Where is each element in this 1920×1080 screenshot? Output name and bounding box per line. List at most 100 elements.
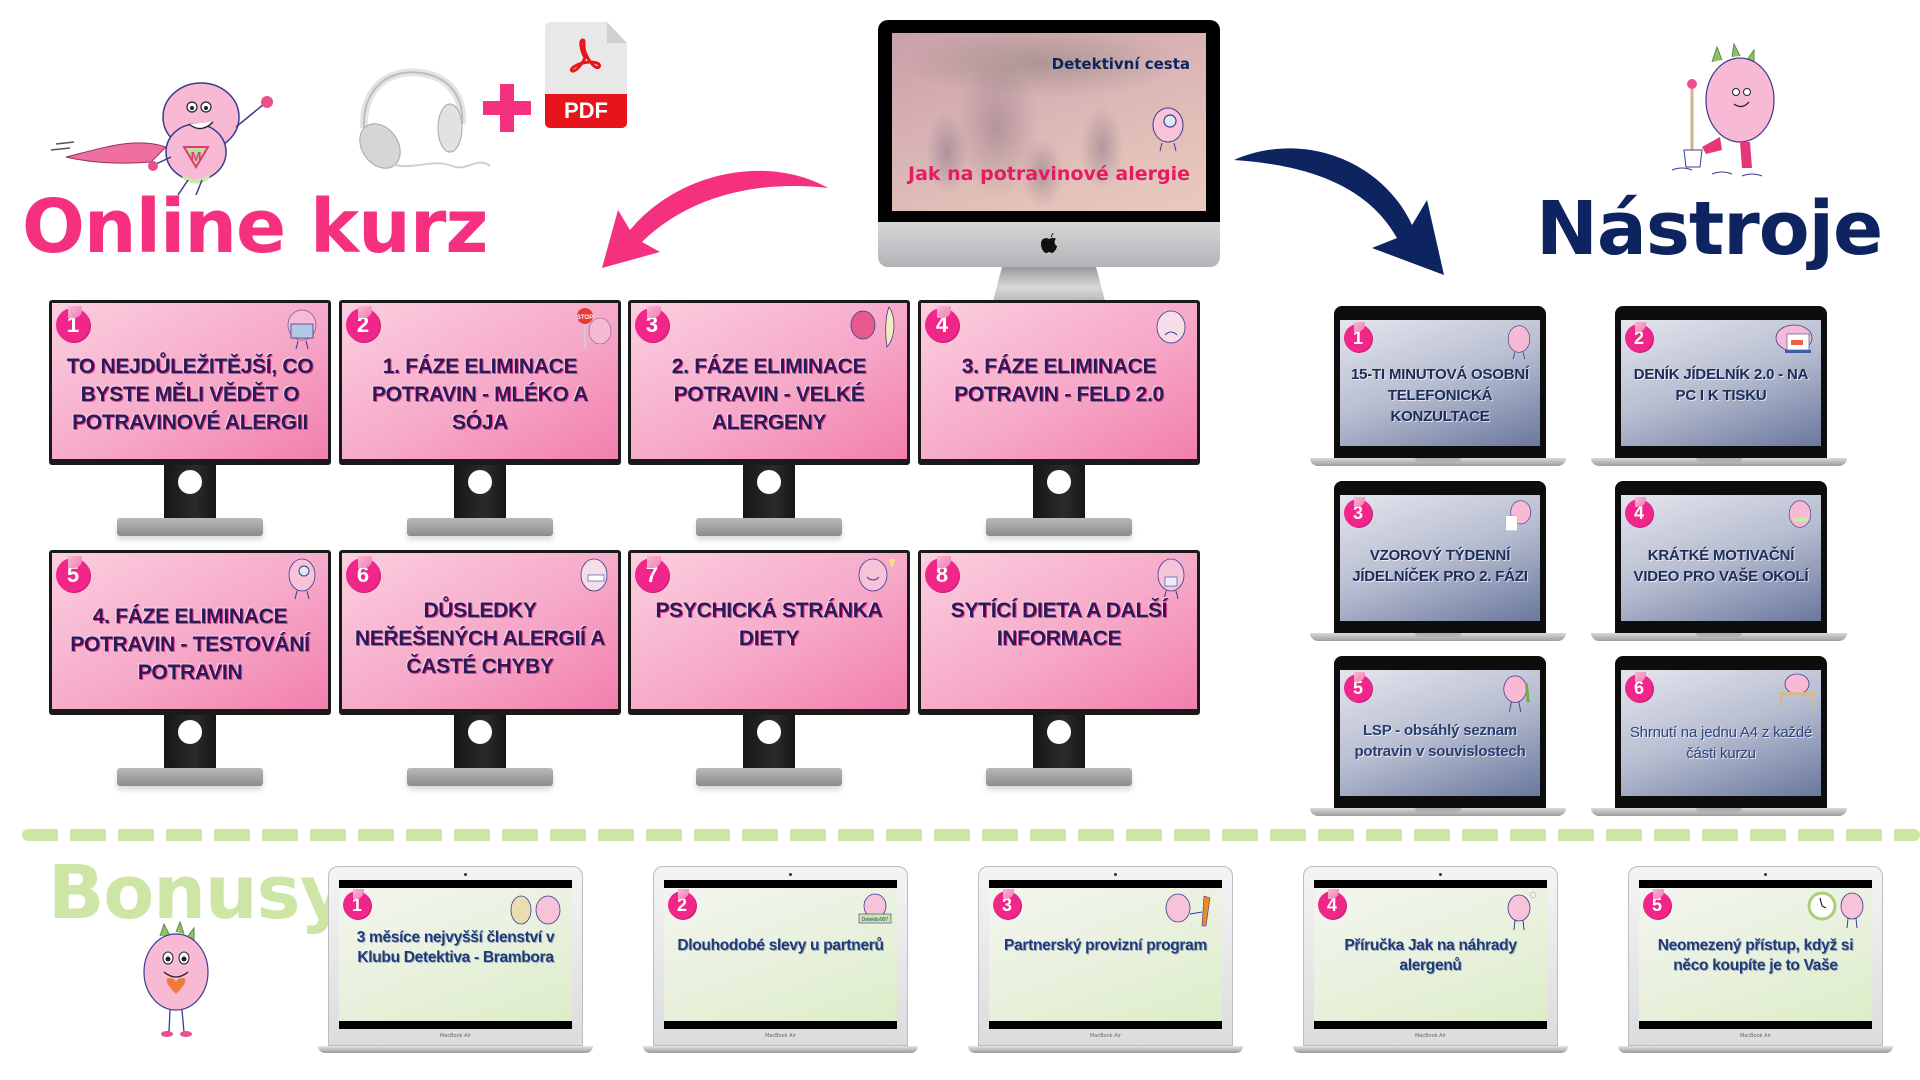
bandaged-mascot-icon <box>576 557 612 601</box>
bonus-card[interactable]: 5 Neomezený přístup, když si něco koupít… <box>1618 866 1893 1056</box>
plus-icon <box>483 84 531 132</box>
tool-card[interactable]: 1 15-TI MINUTOVÁ OSOBNÍ TELEFONICKÁ KONZ… <box>1310 306 1566 471</box>
detective-mascot-icon <box>1152 107 1184 152</box>
tool-card[interactable]: 3 VZOROVÝ TÝDENNÍ JÍDELNÍČEK PRO 2. FÁZI <box>1310 481 1566 646</box>
vegetable-mascot-icon <box>1500 674 1534 714</box>
digging-mascot-icon <box>1662 42 1782 182</box>
tool-title: Shrnutí na jednu A4 z každé části kurzu <box>1629 724 1813 762</box>
bonus-number-badge: 2 <box>668 889 696 919</box>
hero-video-thumbnail[interactable]: Detektivní cesta Jak na potravinové aler… <box>892 33 1206 211</box>
pdf-file-icon: PDF <box>545 22 627 128</box>
tool-card[interactable]: 2 DENÍK JÍDELNÍK 2.0 - NA PC I K TISKU <box>1591 306 1847 471</box>
tool-title: DENÍK JÍDELNÍK 2.0 - NA PC I K TISKU <box>1633 366 1809 404</box>
module-title: PSYCHICKÁ STRÁNKA DIETY <box>655 599 883 650</box>
superhero-mascot-icon: M <box>46 52 286 196</box>
lightbulb-mascot-icon <box>1503 890 1539 932</box>
tool-card[interactable]: 4 KRÁTKÉ MOTIVAČNÍ VIDEO PRO VAŠE OKOLÍ <box>1591 481 1847 646</box>
eating-mascot-icon <box>1153 557 1189 601</box>
headphones-icon <box>352 66 492 176</box>
tool-number-badge: 4 <box>1625 497 1653 527</box>
pdf-label: PDF <box>545 94 627 128</box>
video-mascot-icon <box>1785 499 1815 537</box>
course-module-card[interactable]: 3 2. FÁZE ELIMINACE POTRAVIN - VELKÉ ALE… <box>628 300 910 536</box>
course-module-card[interactable]: 2 STOP 1. FÁZE ELIMINACE POTRAVIN - MLÉK… <box>339 300 621 536</box>
bonus-section-title: Bonusy <box>48 850 348 936</box>
bonus-number-badge: 3 <box>993 889 1021 919</box>
phone-mascot-icon <box>1504 324 1534 362</box>
module-number-badge: 1 <box>56 306 90 342</box>
device-label: MacBook Air <box>1739 1033 1772 1039</box>
module-number-badge: 6 <box>346 556 380 592</box>
course-module-card[interactable]: 1 TO NEJDŮLEŽITĚJŠÍ, CO BYSTE MĚLI VĚDĚT… <box>49 300 331 536</box>
section-divider <box>22 829 1920 841</box>
bonus-title: 3 měsíce nejvyšší členství v Klubu Detek… <box>356 929 555 966</box>
device-label: MacBook Air <box>764 1033 797 1039</box>
sad-mascot-icon <box>1153 307 1189 351</box>
computer-mascot-icon <box>1771 322 1817 360</box>
tool-title: LSP - obsáhlý seznam potravin v souvislo… <box>1354 722 1526 760</box>
bonus-title: Partnerský provizní program <box>1004 937 1207 954</box>
hero-title: Jak na potravinové alergie <box>908 163 1190 185</box>
bonus-title: Dlouhodobé slevy u partnerů <box>677 937 884 954</box>
course-module-card[interactable]: 4 3. FÁZE ELIMINACE POTRAVIN - FELD 2.0 <box>918 300 1200 536</box>
course-module-card[interactable]: 8 SYTÍCÍ DIETA A DALŠÍ INFORMACE <box>918 550 1200 786</box>
apple-logo-icon <box>1041 233 1057 253</box>
potato-and-mascot-icon <box>506 892 566 932</box>
happy-mascot-icon <box>855 555 899 599</box>
bonus-card[interactable]: 3 Partnerský provizní program MacBook Ai… <box>968 866 1243 1056</box>
clock-mascot-icon <box>1806 890 1868 932</box>
tool-card[interactable]: 6 Shrnutí na jednu A4 z každé části kurz… <box>1591 656 1847 821</box>
course-module-card[interactable]: 5 4. FÁZE ELIMINACE POTRAVIN - TESTOVÁNÍ… <box>49 550 331 786</box>
course-section-title: Online kurz <box>22 184 488 270</box>
device-label: MacBook Air <box>1414 1033 1447 1039</box>
module-number-badge: 5 <box>56 556 90 592</box>
stop-sign-mascot-icon: STOP <box>576 307 612 351</box>
device-label: MacBook Air <box>1089 1033 1122 1039</box>
tool-card[interactable]: 5 LSP - obsáhlý seznam potravin v souvis… <box>1310 656 1566 821</box>
hero-subtitle: Detektivní cesta <box>1051 55 1190 73</box>
module-number-badge: 8 <box>925 556 959 592</box>
module-number-badge: 7 <box>635 556 669 592</box>
tool-title: 15-TI MINUTOVÁ OSOBNÍ TELEFONICKÁ KONZUL… <box>1350 366 1530 425</box>
module-title: DŮSLEDKY NEŘEŠENÝCH ALERGIÍ A ČASTÉ CHYB… <box>354 599 606 678</box>
tool-number-badge: 2 <box>1625 322 1653 352</box>
module-title: 3. FÁZE ELIMINACE POTRAVIN - FELD 2.0 <box>954 355 1164 406</box>
hero-imac: Detektivní cesta Jak na potravinové aler… <box>878 20 1220 302</box>
module-number-badge: 3 <box>635 306 669 342</box>
bonus-title: Příručka Jak na náhrady alergenů <box>1344 937 1517 974</box>
tool-title: VZOROVÝ TÝDENNÍ JÍDELNÍČEK PRO 2. FÁZI <box>1352 547 1528 585</box>
reading-mascot-icon <box>284 307 320 351</box>
bonus-number-badge: 5 <box>1643 889 1671 919</box>
module-number-badge: 4 <box>925 306 959 342</box>
module-title: TO NEJDŮLEŽITĚJŠÍ, CO BYSTE MĚLI VĚDĚT O… <box>66 355 314 434</box>
tool-number-badge: 1 <box>1344 322 1372 352</box>
tool-title: KRÁTKÉ MOTIVAČNÍ VIDEO PRO VAŠE OKOLÍ <box>1633 547 1809 585</box>
bonus-card[interactable]: 2 Detektiv007 Dlouhodobé slevy u partner… <box>643 866 918 1056</box>
module-title: SYTÍCÍ DIETA A DALŠÍ INFORMACE <box>950 599 1168 650</box>
tool-number-badge: 5 <box>1344 672 1372 702</box>
module-title: 4. FÁZE ELIMINACE POTRAVIN - TESTOVÁNÍ P… <box>70 605 310 684</box>
svg-text:M: M <box>191 149 202 164</box>
desk-mascot-icon <box>1777 672 1817 710</box>
module-title: 2. FÁZE ELIMINACE POTRAVIN - VELKÉ ALERG… <box>671 355 867 434</box>
detective-mascot-icon <box>284 557 320 601</box>
raspberry-banana-icon <box>847 305 901 349</box>
svg-text:STOP: STOP <box>577 315 593 321</box>
bonus-title: Neomezený přístup, když si něco koupíte … <box>1657 937 1854 974</box>
course-module-card[interactable]: 6 DŮSLEDKY NEŘEŠENÝCH ALERGIÍ A ČASTÉ CH… <box>339 550 621 786</box>
tool-number-badge: 3 <box>1344 497 1372 527</box>
bonus-card[interactable]: 4 Příručka Jak na náhrady alergenů MacBo… <box>1293 866 1568 1056</box>
module-number-badge: 2 <box>346 306 380 342</box>
device-label: MacBook Air <box>439 1033 472 1039</box>
mascot-carrot-handshake-icon <box>1162 890 1216 932</box>
acrobat-logo-icon <box>569 38 601 73</box>
menu-paper-mascot-icon <box>1504 499 1534 537</box>
navy-curved-arrow-icon <box>1234 148 1444 275</box>
pink-curved-arrow-icon <box>602 170 828 268</box>
tools-section-title: Nástroje <box>1536 186 1883 272</box>
module-title: 1. FÁZE ELIMINACE POTRAVIN - MLÉKO A SÓJ… <box>371 355 589 434</box>
bonus-card[interactable]: 1 3 měsíce nejvyšší členství v Klubu Det… <box>318 866 593 1056</box>
sign-text: Detektiv007 <box>862 917 889 923</box>
bonus-number-badge: 4 <box>1318 889 1346 919</box>
course-module-card[interactable]: 7 PSYCHICKÁ STRÁNKA DIETY <box>628 550 910 786</box>
